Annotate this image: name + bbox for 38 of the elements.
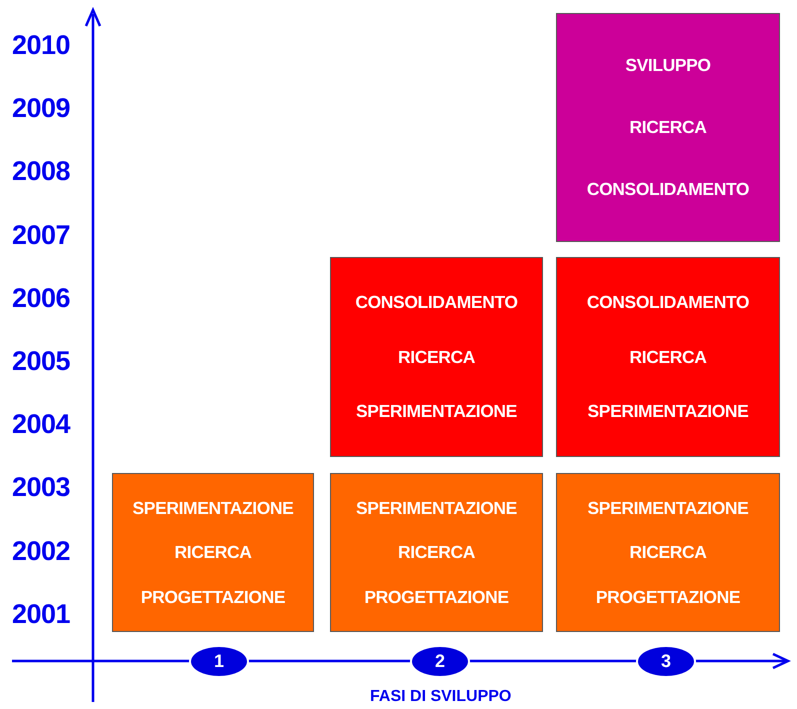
year-label: 2005 — [12, 346, 70, 376]
activity-label: PROGETTAZIONE — [140, 586, 286, 608]
phase-number: 3 — [660, 651, 671, 672]
activity-label: CONSOLIDAMENTO — [586, 179, 750, 200]
year-label: 2008 — [12, 156, 70, 186]
activity-label: RICERCA — [398, 346, 475, 368]
activity-label: SPERIMENTAZIONE — [588, 498, 748, 518]
phase-number: 2 — [434, 651, 445, 672]
activity-label: RICERCA — [630, 346, 706, 368]
activity-label: PROGETTAZIONE — [596, 586, 740, 608]
activity-label: RICERCA — [174, 542, 252, 563]
activity-label: SPERIMENTAZIONE — [356, 498, 517, 518]
phase-number: 1 — [214, 651, 224, 672]
activity-label: SVILUPPO — [625, 55, 711, 76]
activity-label: RICERCA — [630, 542, 706, 563]
year-label: 2010 — [12, 30, 70, 60]
year-label: 2004 — [12, 409, 70, 440]
activity-label: RICERCA — [630, 117, 706, 138]
activity-label: PROGETTAZIONE — [364, 586, 509, 608]
phase-block — [556, 257, 780, 457]
year-label: 2003 — [12, 472, 70, 502]
activity-label: SPERIMENTAZIONE — [588, 401, 748, 422]
activity-label: SPERIMENTAZIONE — [132, 498, 294, 518]
year-label: 2009 — [12, 93, 70, 124]
activity-label: SPERIMENTAZIONE — [356, 401, 517, 422]
year-label: 2007 — [12, 220, 70, 250]
phase-block — [330, 257, 543, 457]
activity-label: CONSOLIDAMENTO — [355, 292, 518, 313]
phase-block — [556, 473, 780, 632]
year-label: 2006 — [12, 282, 70, 313]
phase-block — [556, 13, 780, 242]
phase-block — [330, 473, 543, 632]
axis-title: FASI DI SVILUPPO — [370, 688, 512, 706]
activity-label: CONSOLIDAMENTO — [586, 292, 750, 313]
phase-block — [112, 473, 314, 632]
activity-label: RICERCA — [398, 542, 475, 563]
year-label: 2002 — [12, 536, 70, 566]
year-label: 2001 — [12, 598, 70, 629]
